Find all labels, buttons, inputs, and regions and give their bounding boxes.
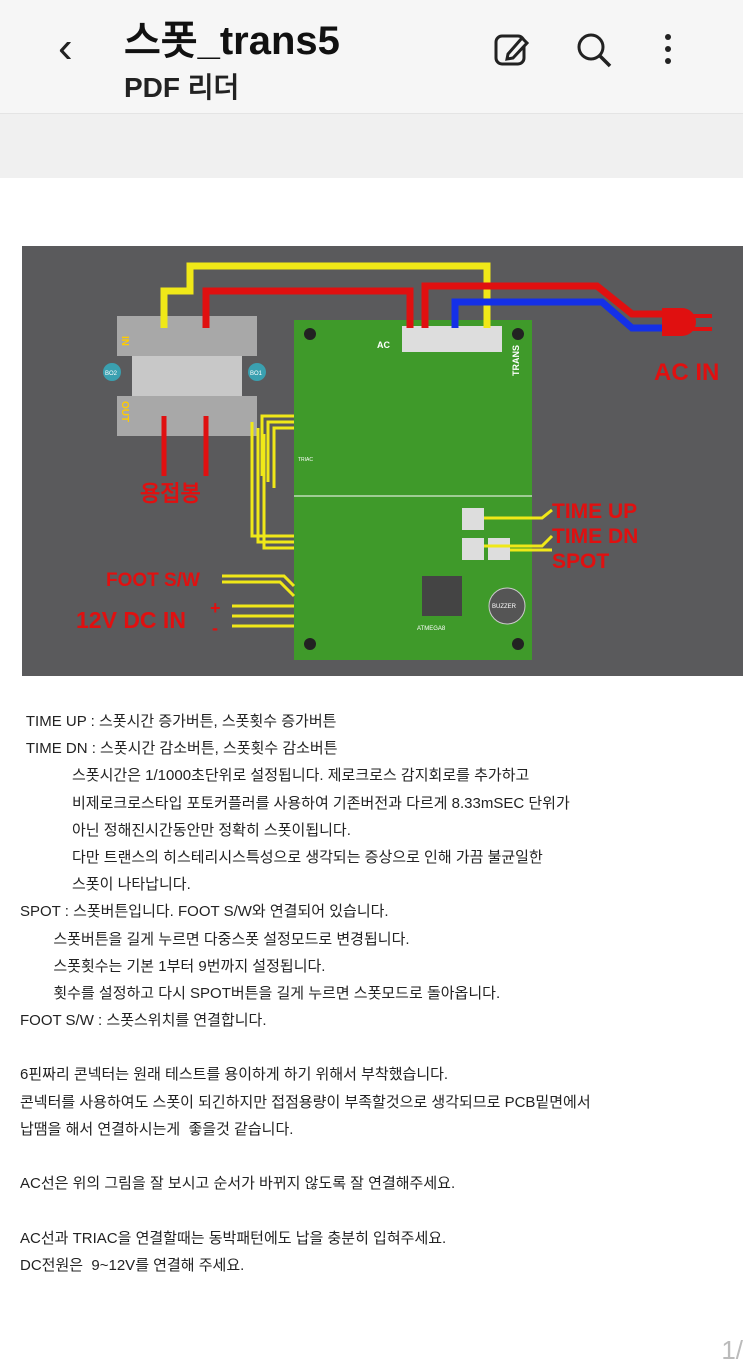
welding-rod-label: 용접봉 <box>140 481 201 506</box>
body-line: SPOT : 스폿버튼입니다. FOOT S/W와 연결되어 있습니다. <box>20 903 389 921</box>
document-body: TIME UP : 스폿시간 증가버튼, 스폿횟수 증가버튼 TIME DN :… <box>0 708 743 1279</box>
search-icon[interactable] <box>574 30 614 70</box>
body-line: TIME DN : 스폿시간 감소버튼, 스폿횟수 감소버튼 <box>22 740 338 758</box>
foot-sw-label: FOOT S/W <box>106 570 200 591</box>
triac-label: TRIAC <box>298 457 313 463</box>
ac-label: AC <box>377 340 390 350</box>
page-indicator: 1/ <box>721 1335 743 1365</box>
trans-label: TRANS <box>511 345 521 376</box>
back-icon[interactable]: ‹ <box>58 23 73 72</box>
body-line: 납땜을 해서 연결하시는게 좋을것 같습니다. <box>20 1120 294 1138</box>
time-up-label: TIME UP <box>552 500 637 523</box>
body-line <box>0 1143 743 1170</box>
mcu-label: ATMEGA8 <box>417 626 446 632</box>
time-dn-label: TIME DN <box>552 525 638 548</box>
plus-label: + <box>210 598 221 618</box>
toolbar-band <box>0 114 743 178</box>
body-line: 다만 트랜스의 히스테리시스특성으로 생각되는 증상으로 인해 가끔 불균일한 <box>22 848 543 866</box>
body-line: 횟수를 설정하고 다시 SPOT버튼을 길게 누르면 스폿모드로 돌아옵니다. <box>20 984 501 1002</box>
body-line: 스폿시간은 1/1000초단위로 설정됩니다. 제로크로스 감지회로를 추가하고 <box>22 767 530 785</box>
bo1-label: BO1 <box>250 371 263 377</box>
ac-in-label: AC IN <box>654 359 719 386</box>
app-name: PDF 리더 <box>124 72 240 103</box>
body-line <box>0 1197 743 1224</box>
edit-icon[interactable] <box>492 30 532 70</box>
body-line: 콘넥터를 사용하여도 스폿이 되긴하지만 접점용량이 부족할것으로 생각되므로 … <box>20 1093 591 1111</box>
minus-label: - <box>212 618 218 638</box>
body-line: TIME UP : 스폿시간 증가버튼, 스폿횟수 증가버튼 <box>22 713 337 730</box>
body-line <box>0 1034 743 1061</box>
buzzer-label: BUZZER <box>492 604 517 610</box>
in-label: IN <box>119 336 130 346</box>
body-line: 아닌 정해진시간동안만 정확히 스폿이됩니다. <box>22 821 351 839</box>
body-line: 스폿횟수는 기본 1부터 9번까지 설정됩니다. <box>20 957 326 975</box>
document-title: 스폿_trans5 <box>124 19 340 63</box>
dc-in-label: 12V DC IN <box>76 607 186 633</box>
body-line: DC전원은 9~12V를 연결해 주세요. <box>20 1256 245 1274</box>
spot-label: SPOT <box>552 550 609 573</box>
body-line: FOOT S/W : 스폿스위치를 연결합니다. <box>20 1012 267 1030</box>
body-line: AC선과 TRIAC을 연결할때는 동박패턴에도 납을 충분히 입혀주세요. <box>20 1229 447 1247</box>
bo2-label: BO2 <box>105 371 118 377</box>
body-line: 스폿버튼을 길게 누르면 다중스폿 설정모드로 변경됩니다. <box>20 930 410 948</box>
body-line: 비제로크로스타입 포토커플러를 사용하여 기존버전과 다르게 8.33mSEC … <box>22 794 570 812</box>
body-line: 스폿이 나타납니다. <box>22 876 191 894</box>
body-line: 6핀짜리 콘넥터는 원래 테스트를 용이하게 하기 위해서 부착했습니다. <box>20 1066 449 1084</box>
pcb-wiring-diagram: BO2 BO1 IN OUT BUZZER ATMEGA8 AC TRANS T… <box>22 246 743 676</box>
out-label: OUT <box>119 401 130 422</box>
more-icon[interactable] <box>648 30 688 70</box>
body-line: AC선은 위의 그림을 잘 보시고 순서가 바뀌지 않도록 잘 연결해주세요. <box>20 1175 456 1193</box>
app-bar: ‹ 스폿_trans5 PDF 리더 <box>0 0 743 114</box>
